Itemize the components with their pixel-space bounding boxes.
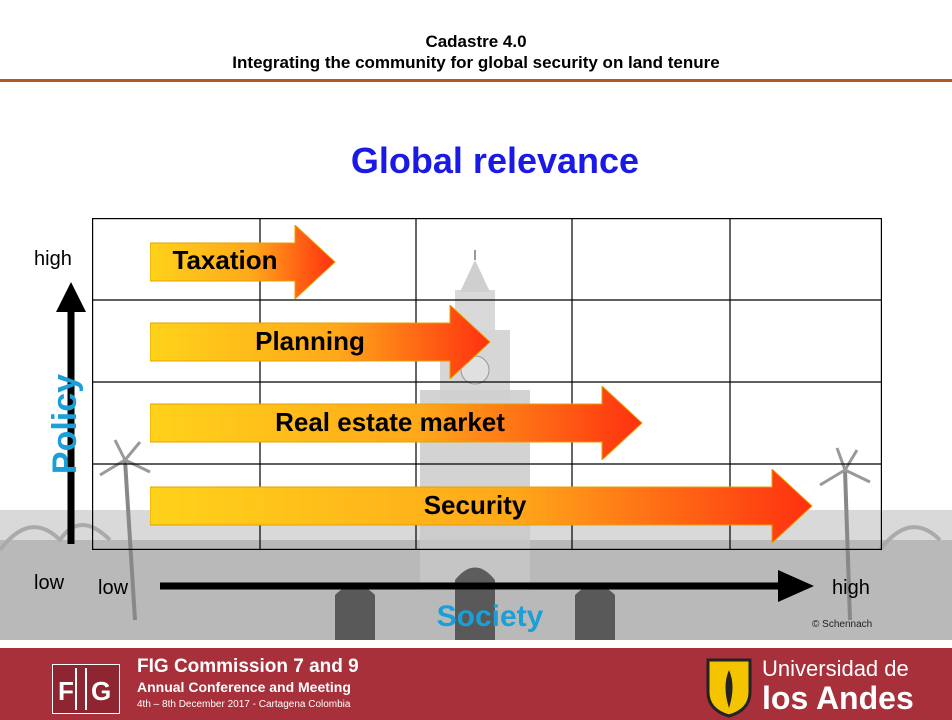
main-title: Global relevance (350, 140, 640, 181)
uniandes-name-line1: Universidad de (762, 656, 909, 681)
header-divider (0, 79, 952, 82)
policy-axis-title: Policy (46, 373, 84, 475)
policy-low-label: low (34, 572, 65, 594)
planning-label: Planning (255, 326, 365, 356)
planning-arrow (150, 305, 491, 379)
fig-logo: F G (52, 664, 120, 714)
real-estate-market-label: Real estate market (275, 407, 505, 437)
security-arrow (150, 469, 813, 543)
copyright-notice: © Schennach (812, 619, 873, 630)
real-estate-market-arrow (150, 386, 643, 460)
header-title: Cadastre 4.0 (425, 32, 527, 51)
taxation-arrow (150, 225, 336, 299)
svg-text:G: G (91, 676, 111, 706)
policy-high-label: high (34, 248, 72, 270)
security-label: Security (423, 490, 527, 520)
svg-text:F: F (58, 676, 74, 706)
society-axis-arrow (160, 570, 814, 602)
relevance-grid (92, 218, 882, 550)
fig-conference-name: Annual Conference and Meeting (137, 679, 351, 695)
footer-band (0, 648, 952, 720)
fig-commission-title: FIG Commission 7 and 9 (137, 656, 359, 677)
uniandes-name-line2: los Andes (762, 680, 914, 716)
slide-header: Cadastre 4.0 Integrating the community f… (0, 0, 952, 80)
taxation-label: Taxation (172, 245, 278, 275)
uniandes-shield-logo (706, 658, 752, 718)
policy-axis-arrow (56, 282, 86, 544)
fig-conference-dates: 4th – 8th December 2017 - Cartagena Colo… (137, 699, 351, 710)
society-low-label: low (98, 577, 129, 599)
society-axis-title: Society (436, 600, 544, 633)
header-subtitle: Integrating the community for global sec… (232, 53, 720, 72)
society-high-label: high (832, 577, 870, 599)
